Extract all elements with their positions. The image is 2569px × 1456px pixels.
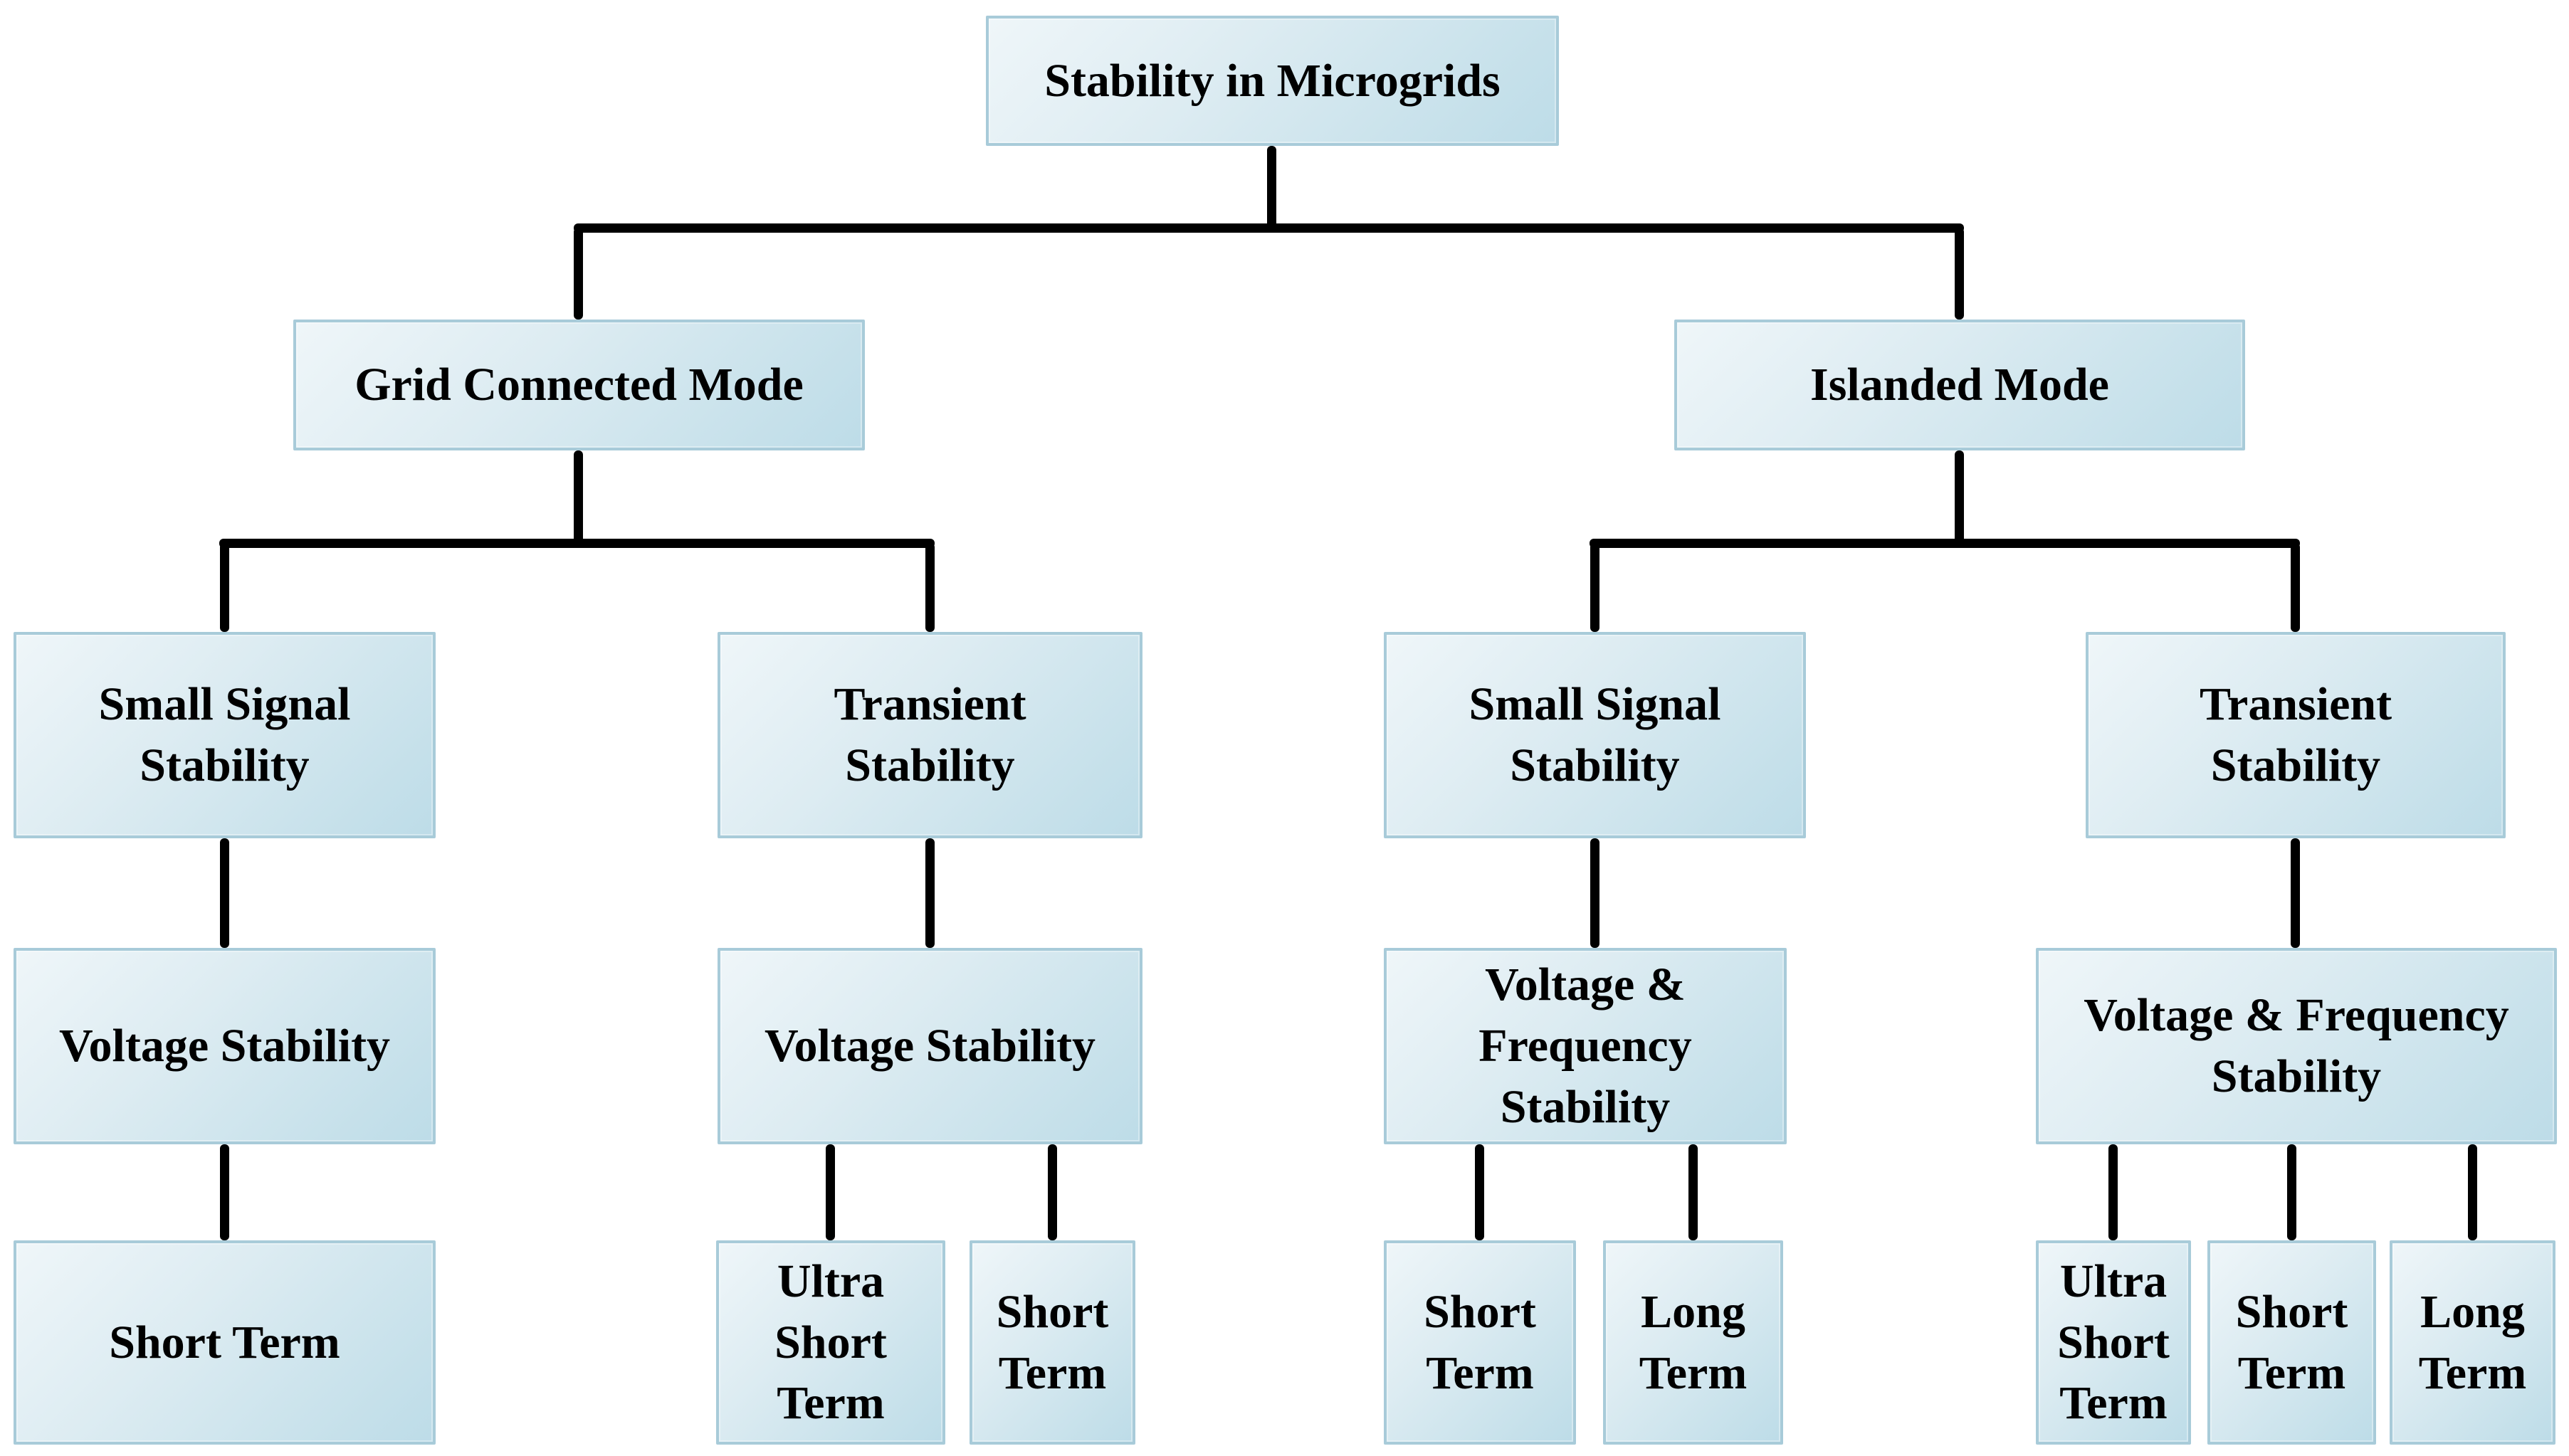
- connector-to-grid-mode: [574, 228, 583, 320]
- node-gc-ts-voltage-stability: Voltage Stability: [718, 948, 1142, 1144]
- connector-gc-ts-drop: [925, 838, 935, 948]
- connector-gc-ts-short-drop: [1048, 1144, 1057, 1240]
- node-is-ss-voltage-frequency-stability: Voltage & Frequency Stability: [1384, 948, 1787, 1144]
- connector-gc-ts-ultra-drop: [826, 1144, 835, 1240]
- connector-is-ts-ultra-drop: [2108, 1144, 2118, 1240]
- node-is-ss-short-term: Short Term: [1384, 1240, 1576, 1445]
- connector-to-is-small-signal: [1590, 543, 1599, 632]
- node-is-ts-ultra-short-term: Ultra Short Term: [2036, 1240, 2191, 1445]
- node-islanded-mode: Islanded Mode: [1674, 320, 2245, 450]
- node-is-ts-long-term: Long Term: [2390, 1240, 2555, 1445]
- connector-to-islanded-mode: [1955, 228, 1964, 320]
- connector-gc-ss-short-drop: [220, 1144, 229, 1240]
- connector-is-ts-short-drop: [2287, 1144, 2296, 1240]
- connector-grid-bar: [219, 539, 935, 548]
- node-gc-small-signal-stability: Small Signal Stability: [14, 632, 436, 838]
- node-grid-connected-mode: Grid Connected Mode: [293, 320, 865, 450]
- connector-is-ss-long-drop: [1688, 1144, 1698, 1240]
- connector-is-ss-short-drop: [1475, 1144, 1484, 1240]
- connector-root-drop: [1267, 146, 1276, 228]
- connector-islanded-drop: [1955, 450, 1964, 543]
- connector-to-is-transient: [2291, 543, 2300, 632]
- node-is-transient-stability: Transient Stability: [2086, 632, 2506, 838]
- node-stability-in-microgrids: Stability in Microgrids: [986, 16, 1559, 146]
- connector-gc-ss-drop: [220, 838, 229, 948]
- node-gc-ts-ultra-short-term: Ultra Short Term: [716, 1240, 945, 1445]
- node-is-ss-long-term: Long Term: [1603, 1240, 1783, 1445]
- connector-root-bar: [574, 223, 1964, 233]
- connector-grid-drop: [574, 450, 583, 543]
- node-is-ts-voltage-frequency-stability: Voltage & Frequency Stability: [2036, 948, 2557, 1144]
- connector-is-ts-long-drop: [2468, 1144, 2477, 1240]
- node-gc-transient-stability: Transient Stability: [718, 632, 1142, 838]
- connector-is-ts-drop: [2291, 838, 2300, 948]
- connector-to-gc-transient: [925, 543, 935, 632]
- connector-to-gc-small-signal: [220, 543, 229, 632]
- node-gc-ts-short-term: Short Term: [970, 1240, 1135, 1445]
- node-is-small-signal-stability: Small Signal Stability: [1384, 632, 1806, 838]
- connector-islanded-bar: [1590, 539, 2300, 548]
- node-gc-ss-short-term: Short Term: [14, 1240, 436, 1445]
- node-is-ts-short-term: Short Term: [2207, 1240, 2376, 1445]
- node-gc-ss-voltage-stability: Voltage Stability: [14, 948, 436, 1144]
- connector-is-ss-drop: [1590, 838, 1599, 948]
